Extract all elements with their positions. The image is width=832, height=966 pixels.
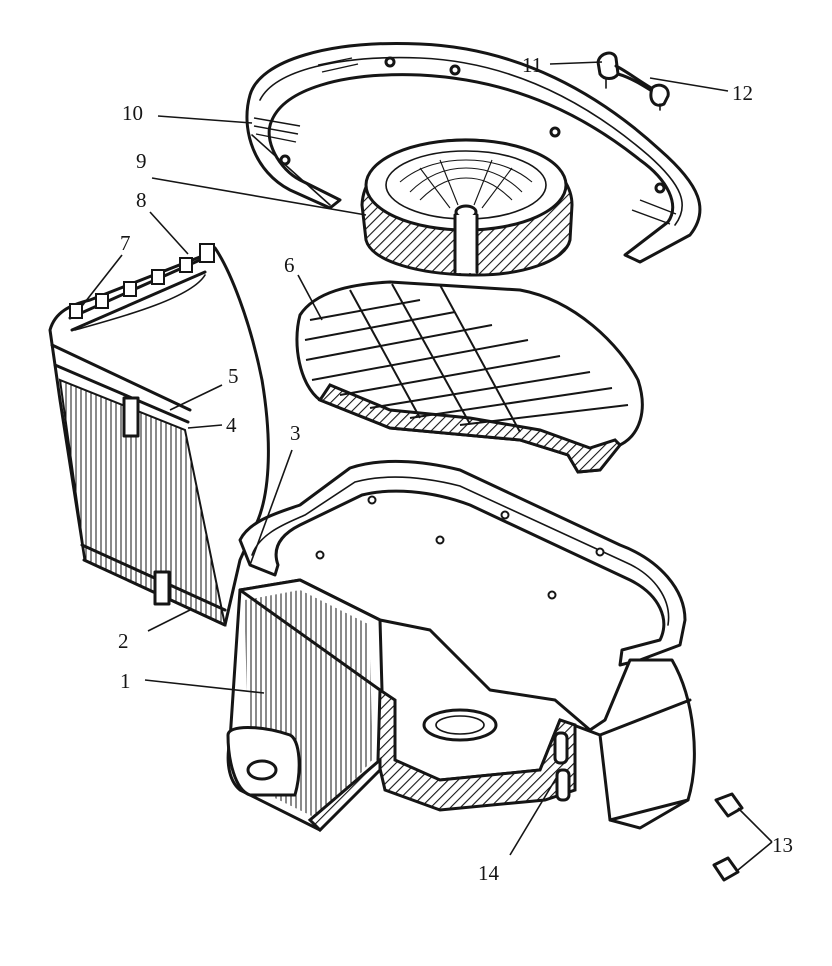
callout-5: 5	[228, 364, 239, 388]
callout-6: 6	[284, 253, 295, 277]
lid-frame-part-10	[245, 42, 702, 264]
callout-8: 8	[136, 188, 147, 212]
callout-12: 12	[732, 81, 753, 105]
callout-1: 1	[120, 669, 131, 693]
callout-7: 7	[120, 231, 131, 255]
callout-13: 13	[772, 833, 793, 857]
callout-14: 14	[478, 861, 500, 885]
callout-4: 4	[226, 413, 237, 437]
filter-screen-part-2-4-5-7-8	[48, 243, 270, 627]
filter-block-part-6	[295, 280, 644, 474]
callout-11: 11	[522, 53, 542, 77]
bowl-part-9	[360, 138, 574, 277]
leader-lines	[81, 61, 773, 871]
callout-2: 2	[118, 629, 129, 653]
drain-plugs-part-13	[712, 792, 744, 882]
callout-10: 10	[122, 101, 143, 125]
clip-part-11-12	[596, 51, 670, 111]
callout-3: 3	[290, 421, 301, 445]
callout-9: 9	[136, 149, 147, 173]
callout-labels: 11 12 10 9 8 7 6 5 4 3 2 1 14 13	[118, 53, 793, 885]
housing-part-1	[226, 578, 696, 833]
gasket-part-3	[238, 459, 687, 667]
